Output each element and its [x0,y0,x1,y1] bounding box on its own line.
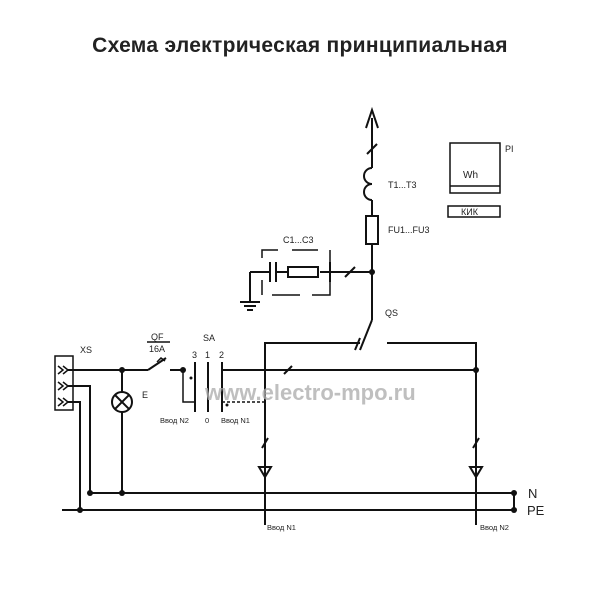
selector-sa: SA 3 1 2 Ввод N2 0 Ввод N1 [160,333,265,425]
meter-unit: Wh [463,170,478,181]
sa-label: SA [203,333,215,343]
input-1-label: Ввод N1 [267,523,296,532]
transformers-label: T1...T3 [388,180,417,190]
transformer-coil-icon [363,167,373,201]
cable-entry-icon [257,466,273,479]
bus-n-label: N [528,486,537,501]
sa-off-label: 0 [205,416,209,425]
fuse-icon [365,215,379,245]
socket-xs: XS [54,345,148,513]
qf-label: QF [151,332,164,342]
cable-entry-icon [468,466,484,479]
bus-pe-label: PE [527,503,545,518]
breaker-qf: QF 16A [147,332,170,371]
capacitor-branch: C1...C3 [240,235,372,311]
main-feeder: T1...T3 FU1...FU3 QS [359,106,430,351]
kik-label: КИК [461,207,479,217]
busbars: N PE [62,486,545,518]
lamp-label: E [142,390,148,400]
qs-label: QS [385,308,398,318]
capacitors-label: C1...C3 [283,235,314,245]
sa-position-3: 3 [192,350,197,360]
input-2-label: Ввод N2 [480,523,509,532]
watermark: www.electro-mpo.ru [204,380,416,405]
lamp-icon: E [111,367,148,496]
xs-label: XS [80,345,92,355]
energy-meter: Wh PI КИК [447,142,514,218]
meter-label: PI [505,144,514,154]
fuses-label: FU1...FU3 [388,225,430,235]
phase-tick [366,143,378,155]
sa-input-2-label: Ввод N2 [160,416,189,425]
qs-switch-blade [359,319,373,351]
page-title: Схема электрическая принципиальная [92,34,508,57]
sa-input-1-label: Ввод N1 [221,416,250,425]
input-switch-circuit: Ввод N1 Ввод N2 [222,337,509,532]
sa-position-2: 2 [219,350,224,360]
qf-rating: 16A [149,344,165,354]
sa-position-1: 1 [205,350,210,360]
